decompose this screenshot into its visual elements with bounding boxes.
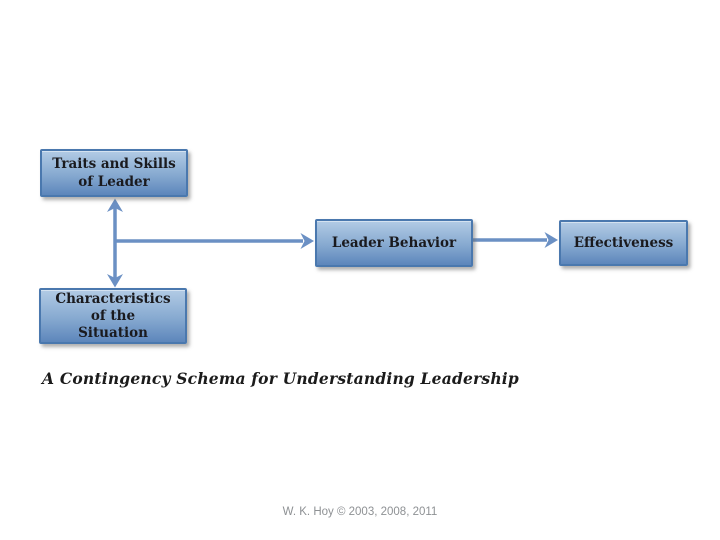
box-label: Effectiveness <box>573 235 674 251</box>
box-label: Traits and Skills of Leader <box>52 156 176 190</box>
box-label: Characteristics of the Situation <box>55 290 171 341</box>
box-leader-behavior: Leader Behavior <box>315 219 473 267</box>
arrow-to-leader-behavior <box>114 233 314 249</box>
vertical-double-arrow <box>107 198 123 288</box>
slide-caption: A Contingency Schema for Understanding L… <box>42 369 519 388</box>
arrowhead-down-icon <box>107 274 123 288</box>
box-characteristics-of-situation: Characteristics of the Situation <box>39 288 187 344</box>
arrowhead-up-icon <box>107 198 123 212</box>
box-effectiveness: Effectiveness <box>559 220 688 266</box>
arrow-to-effectiveness <box>473 232 558 248</box>
copyright-footer: W. K. Hoy © 2003, 2008, 2011 <box>282 506 438 518</box>
arrowhead-right-icon <box>544 232 558 248</box>
arrowhead-right-icon <box>300 233 314 249</box>
box-label: Leader Behavior <box>331 235 457 251</box>
box-traits-and-skills: Traits and Skills of Leader <box>40 149 188 197</box>
